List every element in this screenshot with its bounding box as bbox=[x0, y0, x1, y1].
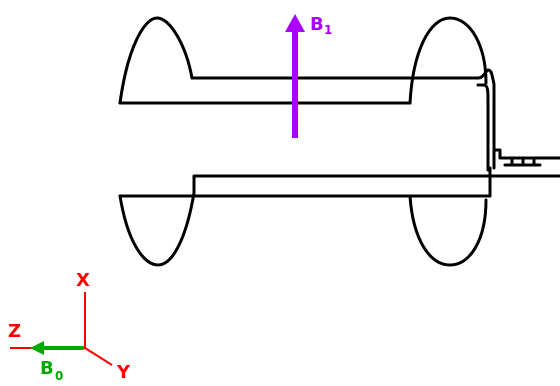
coil-structure bbox=[118, 16, 560, 267]
left-bottom-loop bbox=[118, 191, 196, 267]
lower-inner-rail bbox=[192, 174, 560, 195]
right-top-loop bbox=[408, 16, 488, 105]
b0-subscript: 0 bbox=[55, 369, 63, 383]
b1-label: B bbox=[310, 14, 324, 35]
y-axis-line bbox=[84, 347, 113, 366]
upper-inner-rail bbox=[190, 68, 496, 170]
b1-field-arrow: B 1 bbox=[285, 14, 332, 138]
y-axis-label: Y bbox=[116, 362, 131, 383]
b0-label: B bbox=[40, 358, 54, 379]
coordinate-axes bbox=[10, 292, 113, 366]
left-top-loop bbox=[118, 16, 194, 105]
upper-outer-rail bbox=[476, 83, 490, 172]
right-bottom-loop bbox=[408, 194, 488, 267]
b0-field-arrow: B 0 bbox=[30, 341, 84, 383]
b1-subscript: 1 bbox=[324, 23, 332, 37]
x-axis-label: X bbox=[76, 270, 90, 291]
capacitor-wire-top bbox=[492, 148, 560, 160]
lower-outer-rail bbox=[118, 166, 492, 198]
z-axis-label: Z bbox=[8, 321, 21, 342]
